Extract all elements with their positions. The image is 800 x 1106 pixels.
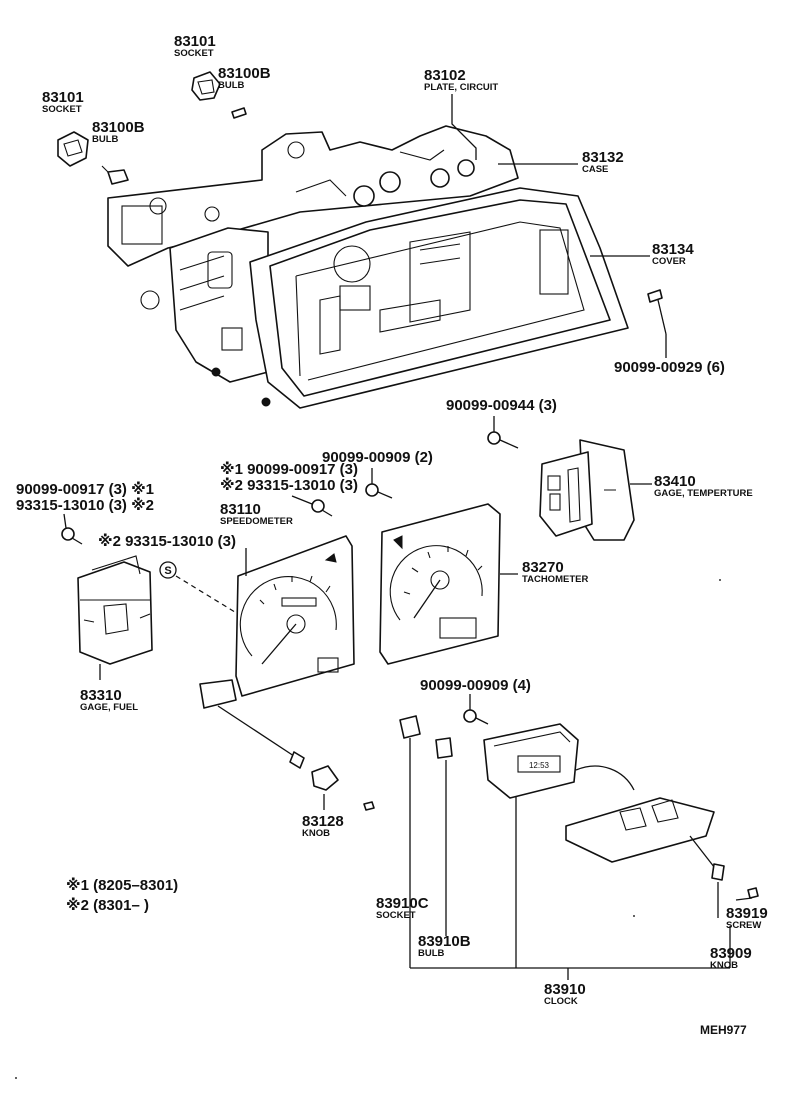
fuel-gage bbox=[77, 555, 153, 680]
clock-bulb bbox=[435, 737, 453, 759]
svg-text:※1 90099-00917 (3): ※1 90099-00917 (3) bbox=[220, 460, 358, 478]
tachometer bbox=[379, 503, 518, 665]
svg-text:93315-13010 (3) ※2: 93315-13010 (3) ※2 bbox=[16, 496, 154, 514]
svg-text:CLOCK: CLOCK bbox=[544, 996, 578, 1007]
svg-text:90099-00944 (3): 90099-00944 (3) bbox=[446, 397, 557, 414]
svg-text:PLATE, CIRCUIT: PLATE, CIRCUIT bbox=[424, 82, 498, 93]
svg-text:KNOB: KNOB bbox=[302, 828, 330, 839]
screw-00909-2 bbox=[365, 468, 393, 499]
svg-text:BULB: BULB bbox=[218, 80, 245, 91]
bulb-top bbox=[231, 107, 247, 119]
tacho-window bbox=[439, 617, 477, 639]
svg-text:12:53: 12:53 bbox=[529, 761, 550, 770]
gauge-opening bbox=[333, 245, 371, 283]
svg-text:SOCKET: SOCKET bbox=[376, 910, 416, 921]
svg-text:90099-00917 (3) ※1: 90099-00917 (3) ※1 bbox=[16, 480, 154, 498]
plate-window bbox=[121, 205, 163, 245]
svg-text:90099-00929 (6): 90099-00929 (6) bbox=[614, 359, 725, 376]
screw-00944 bbox=[487, 416, 519, 449]
socket-top bbox=[191, 71, 221, 101]
svg-text:SPEEDOMETER: SPEEDOMETER bbox=[220, 516, 293, 527]
svg-text:83134: 83134 bbox=[652, 241, 694, 258]
meter-case-assembly bbox=[107, 125, 629, 409]
cover-window-left bbox=[319, 295, 341, 355]
svg-text:83101: 83101 bbox=[42, 89, 84, 106]
svg-text:90099-00909 (4): 90099-00909 (4) bbox=[420, 677, 531, 694]
svg-text:83128: 83128 bbox=[302, 813, 344, 830]
clock-leader-lines bbox=[409, 738, 753, 980]
svg-text:83100B: 83100B bbox=[218, 65, 271, 82]
clock-assembly: 12:53 bbox=[483, 723, 759, 899]
cover-slot-right bbox=[539, 229, 569, 295]
svg-text:83101: 83101 bbox=[174, 33, 216, 50]
svg-text:83110: 83110 bbox=[220, 501, 261, 518]
svg-text:CASE: CASE bbox=[582, 164, 608, 175]
speedo-hub bbox=[286, 614, 306, 634]
screw-00909-4 bbox=[463, 694, 489, 725]
note-1: ※1 (8205–8301) bbox=[66, 876, 178, 894]
speedometer bbox=[199, 535, 355, 769]
screw-00929 bbox=[647, 289, 667, 358]
svg-text:83270: 83270 bbox=[522, 559, 564, 576]
svg-text:83100B: 83100B bbox=[92, 119, 145, 136]
svg-text:SCREW: SCREW bbox=[726, 920, 761, 931]
svg-text:83410: 83410 bbox=[654, 473, 696, 490]
svg-text:GAGE, FUEL: GAGE, FUEL bbox=[80, 702, 138, 713]
svg-text:S: S bbox=[164, 565, 171, 577]
svg-text:83102: 83102 bbox=[424, 67, 466, 84]
applicability-notes: ※1 (8205–8301) ※2 (8301– ) bbox=[66, 876, 178, 914]
svg-text:83310: 83310 bbox=[80, 687, 122, 704]
svg-text:SOCKET: SOCKET bbox=[42, 104, 82, 115]
socket-left bbox=[57, 131, 89, 167]
s-mark: S bbox=[159, 561, 249, 621]
svg-text:TACHOMETER: TACHOMETER bbox=[522, 574, 588, 585]
svg-text:83132: 83132 bbox=[582, 149, 624, 166]
svg-text:GAGE, TEMPERTURE: GAGE, TEMPERTURE bbox=[654, 488, 753, 499]
bulb-left bbox=[101, 165, 129, 185]
meter-cover bbox=[269, 199, 611, 397]
clock-socket bbox=[399, 715, 421, 739]
temperature-gage bbox=[539, 439, 652, 541]
speedometer-knob bbox=[311, 765, 375, 811]
svg-text:※2 93315-13010 (3): ※2 93315-13010 (3) bbox=[98, 532, 236, 550]
part-labels: 83101 SOCKET 83100B BULB 83101 SOCKET 83… bbox=[16, 33, 768, 1007]
svg-text:83910C: 83910C bbox=[376, 895, 429, 912]
svg-text:BULB: BULB bbox=[92, 134, 119, 145]
svg-text:BULB: BULB bbox=[418, 948, 445, 959]
connector-socket bbox=[339, 285, 371, 311]
case-left-block bbox=[169, 227, 269, 383]
svg-text:83910B: 83910B bbox=[418, 933, 471, 950]
svg-text:SOCKET: SOCKET bbox=[174, 48, 214, 59]
screw-speedometer-set bbox=[291, 495, 333, 517]
svg-text:※2 93315-13010 (3): ※2 93315-13010 (3) bbox=[220, 476, 358, 494]
odometer-window bbox=[281, 597, 317, 607]
svg-text:COVER: COVER bbox=[652, 256, 686, 267]
svg-text:83909: 83909 bbox=[710, 945, 752, 962]
svg-text:90099-00909 (2): 90099-00909 (2) bbox=[322, 449, 433, 466]
drawing-code: MEH977 bbox=[700, 1023, 747, 1037]
svg-text:KNOB: KNOB bbox=[710, 960, 738, 971]
note-2: ※2 (8301– ) bbox=[66, 896, 149, 914]
svg-text:83919: 83919 bbox=[726, 905, 768, 922]
tacho-hub bbox=[430, 570, 450, 590]
svg-text:83910: 83910 bbox=[544, 981, 586, 998]
screw-fuel-set bbox=[61, 513, 83, 545]
